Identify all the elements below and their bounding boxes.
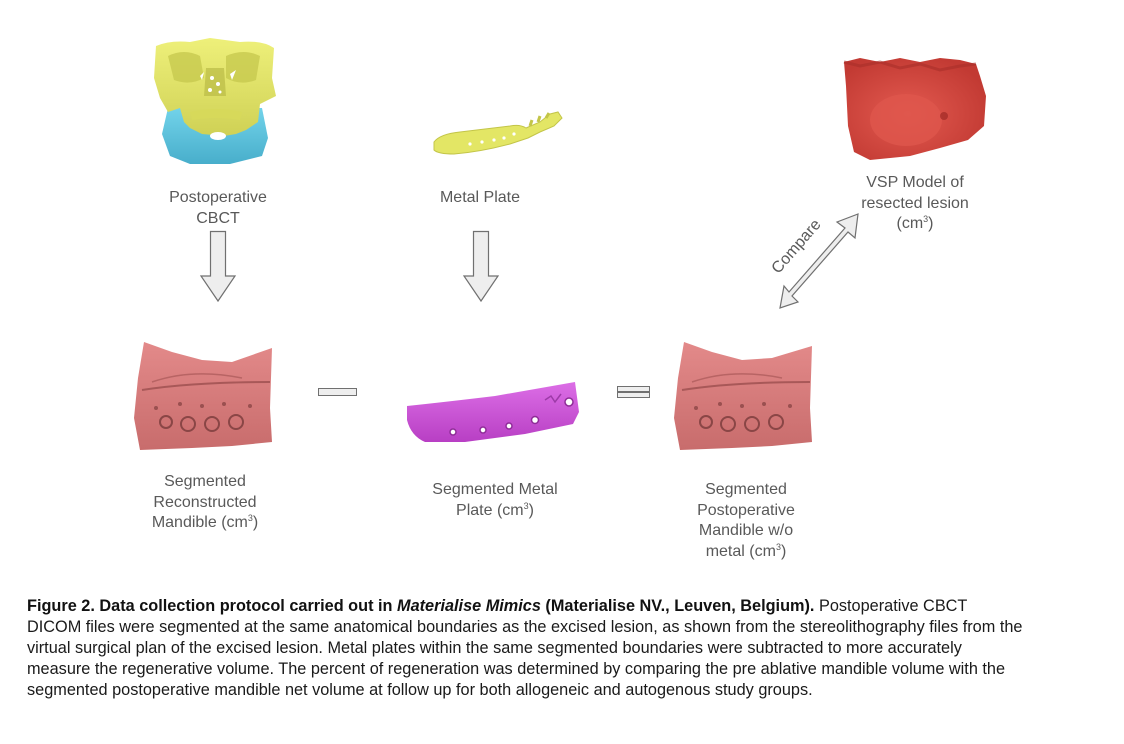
unit-superscript: 3 [523,500,529,511]
label-line: Segmented [705,481,787,498]
label-line: Segmented Metal [432,481,558,498]
unit-prefix: metal (cm [705,542,776,560]
figure-caption: Figure 2. Data collection protocol carri… [27,596,1107,701]
unit-prefix: Mandible (cm [151,514,248,531]
skull-3d-model-icon [154,38,276,164]
mandible-3d-model-icon [674,342,812,450]
unit-superscript: 3 [775,541,781,552]
label-line: VSP Model of [866,174,964,191]
down-arrow-icon [199,230,237,303]
minus-sign-icon [318,388,357,396]
mandible-3d-model-icon [134,342,272,450]
label-line: Postoperative [697,501,795,519]
unit-suffix: ) [528,501,534,519]
unit-suffix: ) [780,542,787,560]
caption-line: measure the regenerative volume. The per… [27,660,1006,678]
equals-sign-icon [617,386,650,398]
caption-title-prefix: Figure 2. Data collection protocol carri… [27,597,398,615]
caption-line: Figure 2. Data collection protocol carri… [27,596,1107,617]
down-arrow-icon [462,230,500,303]
vsp-model-label: VSP Model of resected lesion (cm3) [840,173,990,235]
compare-double-arrow-icon [779,213,859,309]
label-line: Mandible w/o [698,522,794,539]
lesion-3d-model-icon [843,58,986,160]
unit-suffix: ) [252,514,259,531]
caption-title-software: Materialise Mimics [397,597,541,615]
label-line: (cm3) [840,214,990,235]
label-line: Reconstructed [153,493,257,511]
caption-line: segmented postoperative mandible net vol… [27,681,813,699]
segmented-plate-3d-model-icon [407,382,579,442]
metal-plate-label: Metal Plate [410,188,550,209]
label-line: Mandible (cm3) [130,513,280,534]
postop-cbct-label: Postoperative CBCT [148,188,288,229]
label-line: Plate (cm3) [415,501,575,522]
caption-line: virtual surgical plan of the excised les… [27,639,962,657]
metal-plate-3d-model-icon [433,111,563,155]
label-line: Metal Plate [439,189,521,206]
label-line: metal (cm3) [671,542,821,563]
unit-prefix: Plate (cm [456,501,524,519]
unit-suffix: ) [928,215,934,232]
caption-text: Postoperative CBCT [814,597,968,615]
unit-superscript: 3 [247,513,253,523]
label-line: Segmented [164,473,246,490]
seg-postop-mandible-label: Segmented Postoperative Mandible w/o met… [671,480,821,562]
label-line: resected lesion [861,194,969,212]
unit-prefix: (cm [896,215,924,232]
unit-superscript: 3 [923,214,929,224]
caption-line: DICOM files were segmented at the same a… [27,618,1023,636]
label-line: Postoperative [169,189,267,206]
seg-metal-plate-label: Segmented Metal Plate (cm3) [415,480,575,521]
label-line: CBCT [196,209,240,227]
seg-recon-mandible-label: Segmented Reconstructed Mandible (cm3) [130,472,280,534]
caption-title-suffix: (Materialise NV., Leuven, Belgium). [540,597,815,615]
